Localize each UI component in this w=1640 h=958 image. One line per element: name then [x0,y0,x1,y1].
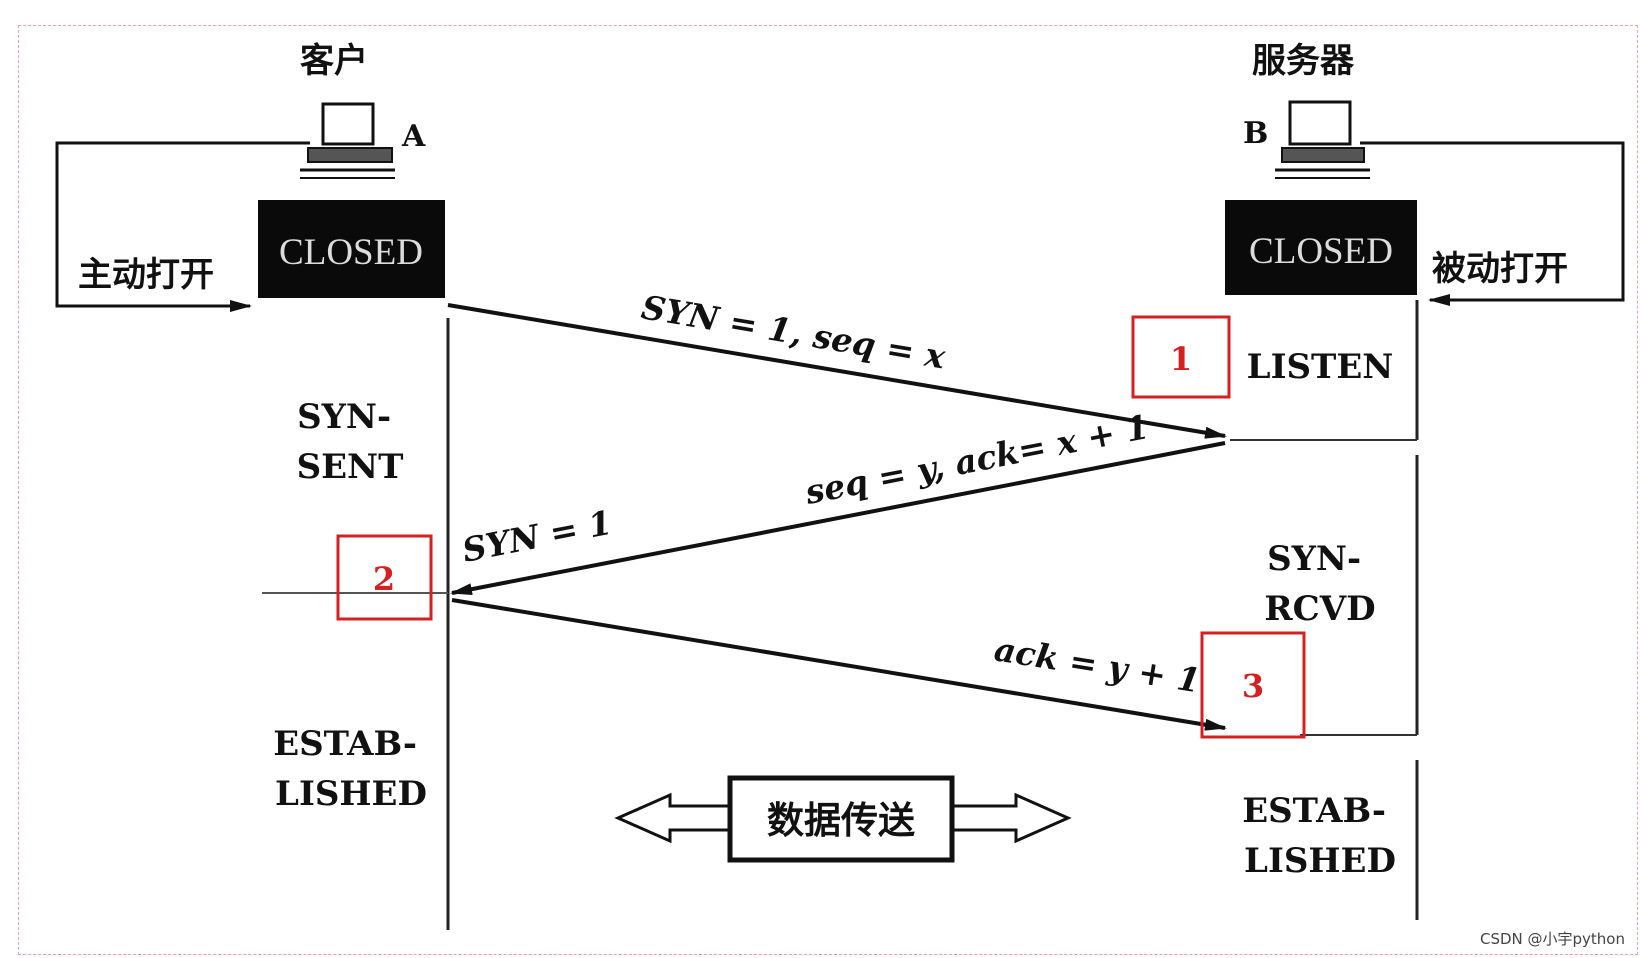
step-3-marker: 3 [1200,631,1306,739]
client-closed-label: CLOSED [279,232,423,273]
ack-arrow [451,598,1227,731]
ack-message-label: ack = y + 1 [992,629,1203,700]
client-open-loop [55,141,310,312]
page-frame [18,25,1638,955]
client-closed-box [258,200,445,298]
client-state-established: ESTAB- LISHED [273,724,429,814]
client-title: 客户 [300,41,368,81]
syn-ack-arrow [450,441,1226,596]
server-computer-icon [1275,100,1370,179]
client-computer-icon [300,102,395,179]
syn-ack-label-line2: SYN = 1 [459,503,615,570]
watermark-text: CSDN @小宇python [1480,930,1625,948]
step-2-marker: 2 [336,534,433,621]
server-closed-box [1225,200,1417,295]
syn-arrow [447,303,1227,439]
client-host-letter: A [401,119,426,154]
data-transfer-label: 数据传送 [767,799,915,842]
client-state-syn-sent: SYN- SENT [297,397,404,487]
step-1-marker: 1 [1131,315,1231,399]
client-open-label: 主动打开 [78,255,214,295]
server-state-established: ESTAB- LISHED [1242,791,1398,881]
data-transfer-arrow [614,775,1072,863]
server-state-listen: LISTEN [1247,347,1394,387]
server-host-letter: B [1243,116,1268,151]
svg-text:3: 3 [1242,667,1264,705]
server-open-label: 被动打开 [1432,249,1568,289]
server-closed-label: CLOSED [1249,231,1393,272]
syn-ack-label-line1: seq = y, ack= x + 1 [801,407,1152,512]
svg-text:2: 2 [373,560,395,598]
server-state-syn-rcvd: SYN- RCVD [1264,539,1375,629]
server-title: 服务器 [1252,41,1355,81]
server-open-loop [1360,141,1625,306]
svg-text:1: 1 [1170,340,1192,378]
